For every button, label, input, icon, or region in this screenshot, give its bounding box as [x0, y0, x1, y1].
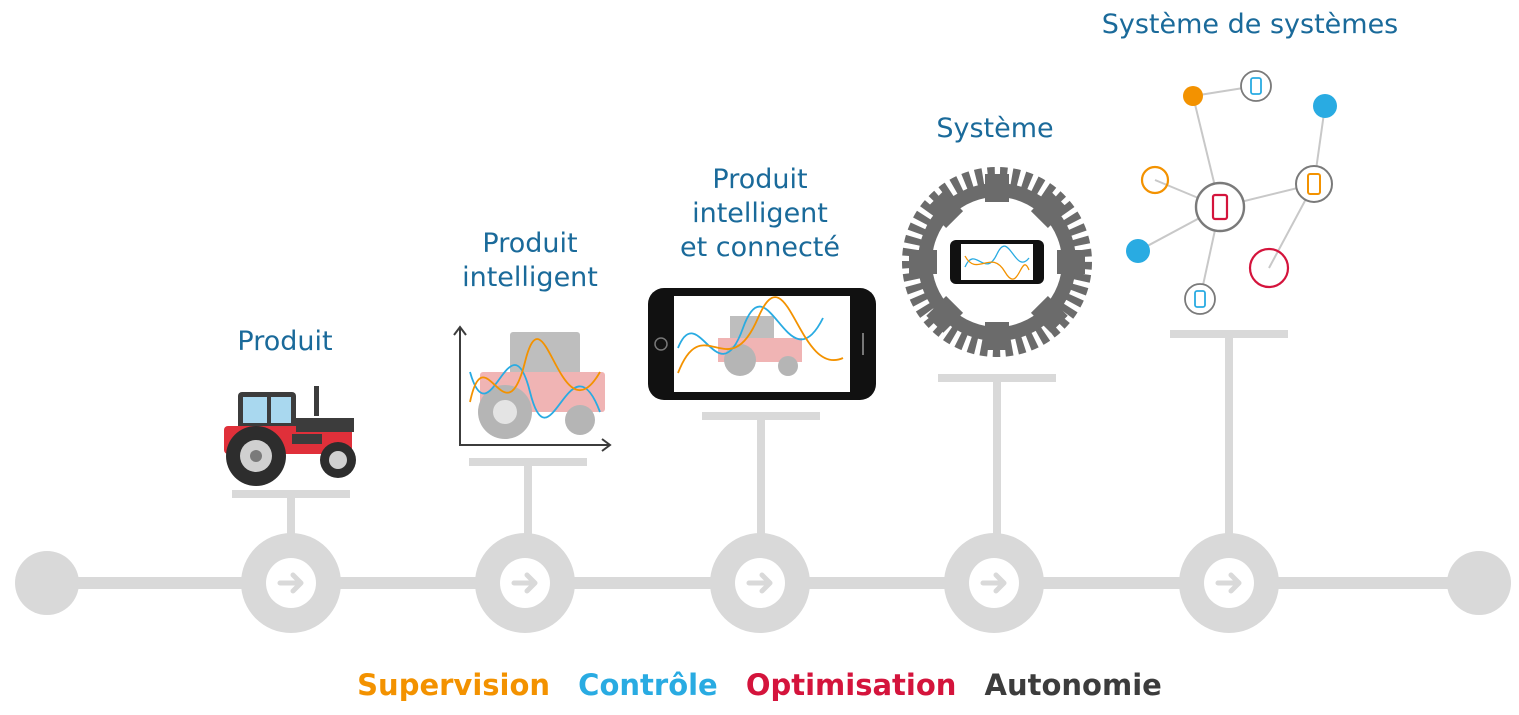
stage-stem-2 — [469, 458, 587, 545]
arrow-right-icon — [277, 572, 304, 594]
arrow-node-1 — [241, 533, 341, 633]
stage-title-2: Produit intelligent — [462, 228, 598, 293]
tractor-icon — [224, 386, 356, 486]
arrow-node-2 — [475, 533, 575, 633]
arrow-right-icon — [1215, 572, 1242, 594]
timeline-end-dot — [1447, 551, 1511, 615]
arrow-node-5 — [1179, 533, 1279, 633]
tractor-chart-icon — [453, 325, 612, 452]
stage-title-4: Système — [936, 113, 1054, 144]
stage-stem-5 — [1170, 330, 1288, 545]
stage-title-1: Produit — [237, 326, 333, 357]
arrow-node-4 — [944, 533, 1044, 633]
gear-smartphone-icon — [902, 167, 1092, 357]
capability-controle: Contrôle — [578, 668, 718, 702]
stage-stem-3 — [702, 412, 820, 545]
capabilities-row: Supervision Contrôle Optimisation Autono… — [0, 668, 1519, 702]
arrow-right-icon — [980, 572, 1007, 594]
arrow-right-icon — [746, 572, 773, 594]
arrow-node-3 — [710, 533, 810, 633]
capability-optimisation: Optimisation — [745, 668, 957, 702]
stage-title-5: Système de systèmes — [1101, 9, 1399, 40]
smartphone-tractor-icon — [648, 288, 876, 400]
timeline-start-dot — [15, 551, 79, 615]
capability-supervision: Supervision — [357, 668, 551, 702]
stage-stem-1 — [232, 490, 350, 545]
stage-title-3: Produit intelligent et connecté — [679, 164, 841, 263]
capability-autonomie: Autonomie — [984, 668, 1162, 702]
arrow-right-icon — [511, 572, 538, 594]
network-icon — [1126, 70, 1337, 315]
stage-stem-4 — [938, 374, 1056, 545]
